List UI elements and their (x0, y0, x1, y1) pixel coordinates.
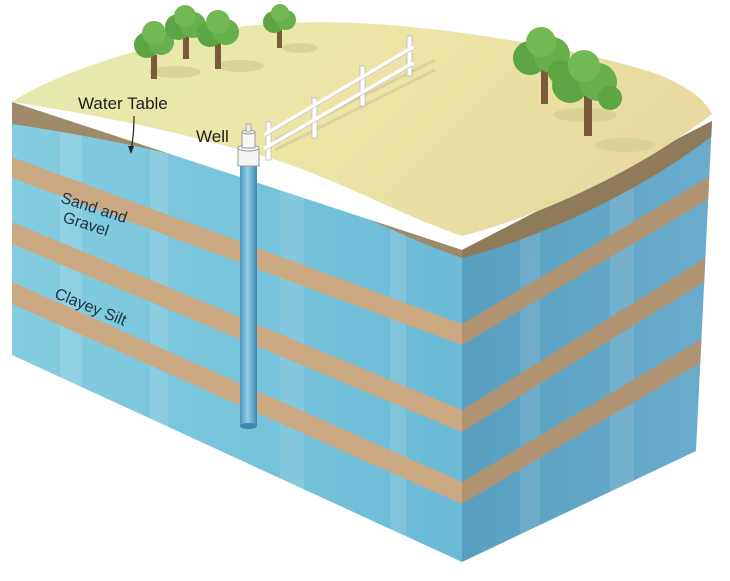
tree-icon (134, 21, 174, 79)
clay-layer-3-front (12, 282, 462, 504)
water-table-label: Water Table (78, 94, 168, 113)
well-pipe (240, 162, 257, 426)
tree-icon (197, 10, 239, 69)
clay-layer-3-side (462, 333, 712, 504)
clay-layer-1-front (12, 157, 462, 345)
clay-layer-2-front (12, 222, 462, 432)
side-face (462, 121, 712, 562)
water-table-arrow-icon (128, 146, 134, 154)
tree-icon (552, 50, 622, 136)
clay-layer-1-side (462, 175, 712, 345)
front-face (12, 102, 462, 562)
tree-icon (263, 4, 296, 48)
fence (264, 35, 414, 161)
topsoil-band-front (12, 102, 462, 258)
well (237, 123, 260, 429)
topsoil-band-side (462, 121, 712, 258)
well-label: Well (196, 127, 229, 146)
clay-layer-2-side (462, 254, 712, 432)
trees (134, 4, 622, 136)
